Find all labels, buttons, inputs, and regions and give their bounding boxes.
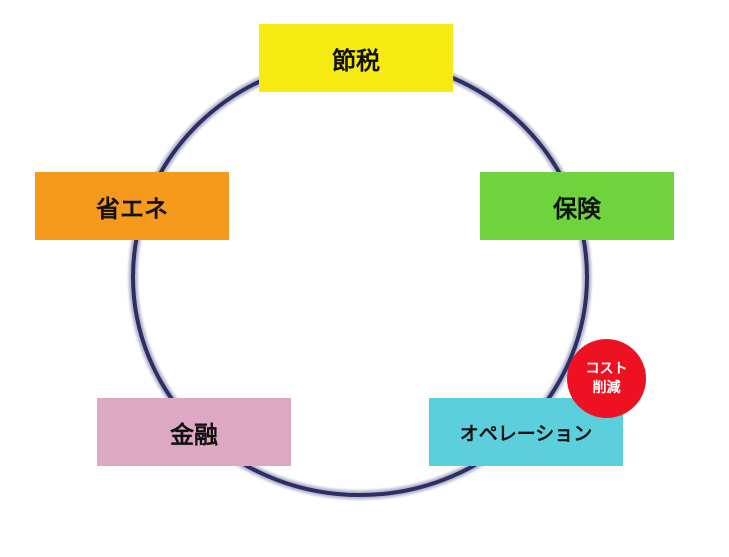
box-insurance: 保険 [480, 172, 674, 240]
box-energy: 省エネ [35, 172, 229, 240]
label-insurance: 保険 [553, 194, 601, 223]
box-finance: 金融 [97, 398, 291, 466]
badge-line-2: 削減 [592, 379, 621, 396]
label-energy: 省エネ [96, 194, 168, 223]
cost-reduction-badge: コスト 削減 [567, 339, 646, 418]
label-finance: 金融 [170, 420, 218, 449]
box-tax: 節税 [259, 24, 453, 92]
label-tax: 節税 [332, 46, 380, 75]
badge-line-1: コスト [585, 360, 628, 377]
label-operations: オペレーション [459, 422, 593, 445]
